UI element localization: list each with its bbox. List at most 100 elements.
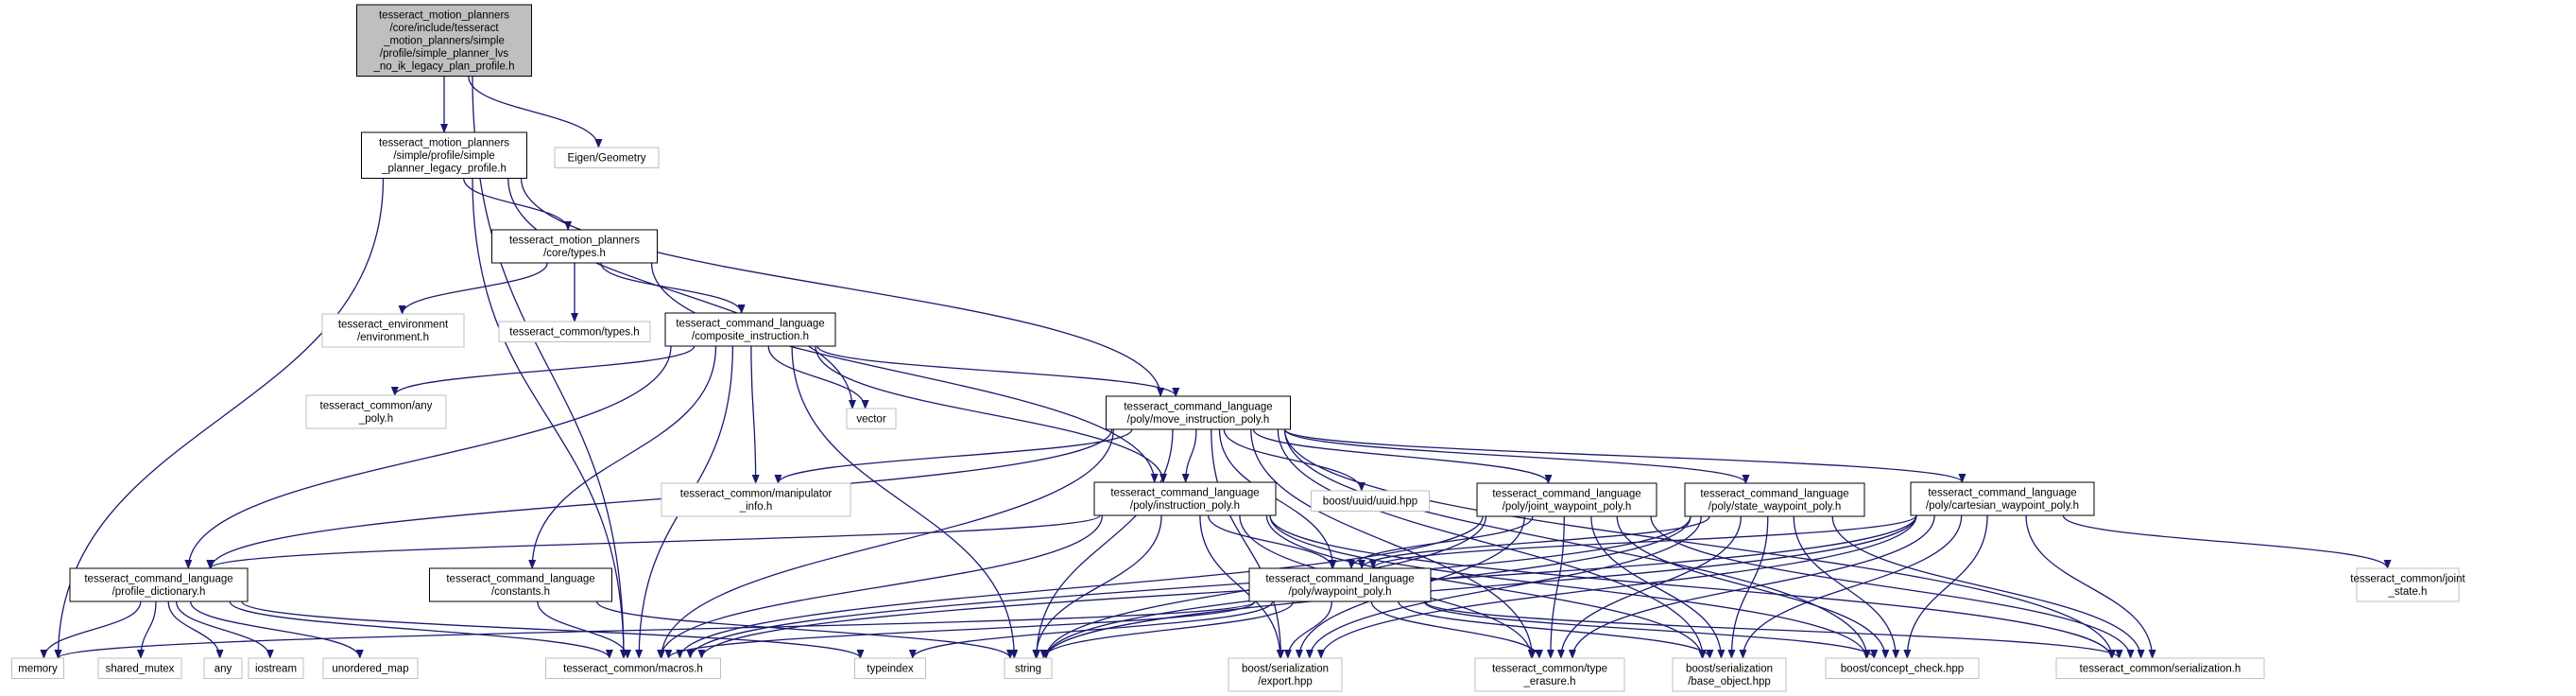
node-label-line: /constants.h [491, 586, 550, 598]
include-edge-arrow [1358, 515, 1710, 569]
node-label-line: tesseract_command_language [1492, 489, 1640, 500]
graph-node-system[interactable]: tesseract_environment/environment.h [321, 313, 465, 348]
node-label-line: tesseract_common/manipulator [680, 489, 833, 500]
include-edge-arrow [1223, 428, 1365, 492]
node-box [356, 4, 532, 77]
include-edge-arrow [1211, 428, 1285, 659]
graph-node-local[interactable]: tesseract_command_language/poly/joint_wa… [1476, 482, 1657, 517]
node-label-line: /environment.h [357, 332, 429, 343]
graph-node-system[interactable]: any [203, 657, 243, 679]
include-edge-arrow [1369, 514, 1917, 569]
node-label-line: typeindex [867, 664, 913, 675]
include-edge-arrow [1042, 514, 1917, 659]
graph-node-root[interactable]: tesseract_motion_planners/core/include/t… [356, 4, 532, 77]
include-edge-arrow [528, 345, 717, 569]
graph-node-local[interactable]: tesseract_command_language/poly/instruct… [1093, 481, 1277, 516]
graph-node-system[interactable]: vector [846, 408, 897, 429]
include-edge-arrow [600, 262, 746, 314]
node-label-line: /simple/profile/simple [393, 150, 494, 162]
node-label-line: tesseract_command_language [1928, 488, 2076, 499]
node-box [554, 147, 660, 168]
graph-node-local[interactable]: tesseract_motion_planners/core/types.h [491, 229, 658, 264]
graph-node-system[interactable]: tesseract_common/serialization.h [2055, 657, 2265, 679]
graph-node-local[interactable]: tesseract_command_language/poly/state_wa… [1684, 482, 1865, 517]
node-label-line: shared_mutex [106, 664, 175, 675]
include-edge-arrow [1568, 514, 1935, 659]
include-edge-arrow [2062, 514, 2392, 569]
graph-node-local[interactable]: tesseract_command_language/composite_ins… [664, 312, 836, 347]
graph-node-system[interactable]: boost/serialization/export.hpp [1228, 657, 1343, 692]
graph-node-system[interactable]: boost/uuid/uuid.hpp [1311, 490, 1430, 512]
node-box [248, 657, 304, 679]
graph-node-system[interactable]: boost/serialization/base_object.hpp [1672, 657, 1787, 692]
include-edge-arrow [650, 262, 1159, 483]
graph-node-system[interactable]: unordered_map [322, 657, 419, 679]
graph-node-local[interactable]: tesseract_command_language/poly/move_ins… [1106, 395, 1291, 430]
node-box [1476, 482, 1657, 517]
graph-node-system[interactable]: tesseract_common/manipulator_info.h [661, 482, 851, 517]
node-box [321, 313, 465, 348]
node-box [661, 482, 851, 517]
graph-node-local[interactable]: tesseract_command_language/poly/cartesia… [1910, 481, 2095, 516]
node-box [1228, 657, 1343, 692]
node-label-line: /poly/waypoint_poly.h [1288, 586, 1391, 598]
graph-node-local[interactable]: tesseract_command_language/poly/waypoint… [1248, 567, 1432, 602]
node-label-line: _info.h [739, 501, 773, 513]
node-label-line: boost/serialization [1242, 664, 1329, 675]
include-edge-arrow [1556, 515, 1742, 659]
node-label-line: _motion_planners/simple [383, 36, 505, 47]
graph-node-system[interactable]: tesseract_common/macros.h [545, 657, 721, 679]
node-label-line: _no_ik_legacy_plan_profile.h [373, 61, 515, 73]
include-edge-arrow [1033, 428, 1174, 659]
include-edge-arrow [1283, 428, 1966, 483]
node-label-line: /composite_instruction.h [692, 331, 809, 342]
node-box [1311, 490, 1430, 512]
node-label-line: tesseract_environment [338, 320, 449, 331]
node-label-line: tesseract_motion_planners [379, 10, 509, 22]
graph-node-system[interactable]: tesseract_common/joint_state.h [2350, 567, 2466, 602]
node-label-line: tesseract_common/macros.h [563, 664, 703, 675]
include-edge-arrow [1370, 600, 1543, 659]
include-edge-arrow [398, 262, 548, 315]
node-box [846, 408, 897, 429]
include-edge-arrow [472, 76, 627, 659]
graph-node-system[interactable]: memory [11, 657, 64, 679]
graph-node-system[interactable]: typeindex [854, 657, 926, 679]
graph-node-local[interactable]: tesseract_command_language/constants.h [429, 567, 612, 602]
include-edge-arrow [1283, 600, 1332, 659]
include-edge-arrow [816, 345, 1180, 397]
include-edge-arrow [815, 345, 1167, 483]
graph-node-system[interactable]: boost/concept_check.hpp [1825, 657, 1980, 679]
graph-node-local[interactable]: tesseract_motion_planners/simple/profile… [361, 131, 527, 179]
node-box [11, 657, 64, 679]
include-edge-arrow [1277, 428, 1707, 659]
node-label-line: unordered_map [332, 664, 408, 675]
include-edge-arrow [472, 178, 627, 659]
include-edge-arrow [1317, 514, 1917, 659]
graph-node-system[interactable]: shared_mutex [97, 657, 182, 679]
include-edge-arrow [54, 600, 1256, 659]
include-edge-arrow [1032, 514, 1162, 659]
edges-layer [40, 76, 2392, 659]
node-label-line: tesseract_command_language [1700, 489, 1848, 500]
include-edge-arrow [206, 514, 1101, 569]
node-box [1106, 395, 1291, 430]
graph-node-system[interactable]: tesseract_common/any_poly.h [305, 394, 447, 429]
node-label-line: tesseract_command_language [1265, 574, 1414, 585]
graph-node-system[interactable]: string [1004, 657, 1053, 679]
graph-node-system[interactable]: Eigen/Geometry [554, 147, 660, 168]
node-label-line: tesseract_common/any [320, 401, 433, 412]
node-label-line: /profile/simple_planner_lvs [380, 48, 508, 60]
node-box [491, 229, 658, 264]
node-label-line: tesseract_common/joint [2350, 574, 2465, 585]
graph-node-system[interactable]: tesseract_common/types.h [498, 321, 651, 342]
node-label-line: tesseract_command_language [1124, 402, 1272, 413]
node-label-line: tesseract_motion_planners [379, 138, 509, 149]
graph-node-system[interactable]: tesseract_common/type_erasure.h [1474, 657, 1625, 692]
graph-node-system[interactable]: iostream [248, 657, 304, 679]
graph-node-local[interactable]: tesseract_command_language/profile_dicti… [69, 567, 249, 602]
node-label-line: /profile_dictionary.h [112, 586, 206, 598]
node-label-line: _erasure.h [1523, 676, 1576, 687]
include-edge-arrow [750, 345, 760, 484]
